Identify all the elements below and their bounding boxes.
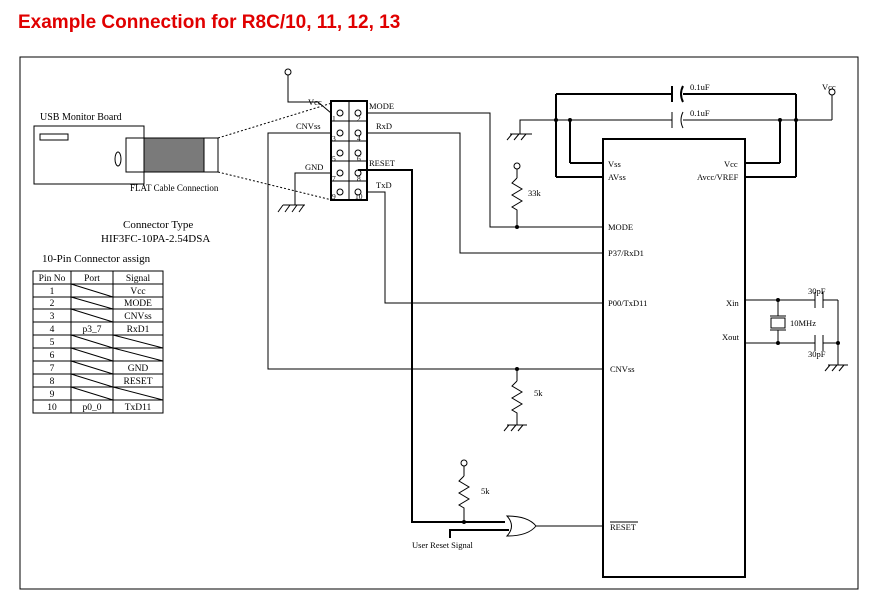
table-cell: 1 [50, 287, 55, 297]
table-cell: 5 [50, 338, 55, 348]
decoupling-labels: 0.1uF 0.1uF Vcc [690, 82, 836, 118]
r-reset-label: 5k [481, 486, 490, 496]
table-cell: Vcc [130, 287, 145, 297]
pin-number: 7 [332, 174, 336, 183]
assign-table-title: 10-Pin Connector assign [42, 253, 151, 265]
cable-label: FLAT Cable Connection [130, 183, 219, 193]
chip-label-vcc: Vcc [724, 159, 738, 169]
wire-reset [358, 169, 505, 523]
page-title: Example Connection for R8C/10, 11, 12, 1… [18, 12, 401, 33]
pin-numbers: 1 2 3 4 5 6 7 8 9 10 [332, 114, 363, 201]
header-label-rxd: RxD [376, 121, 392, 131]
chip-label-vss: Vss [608, 159, 621, 169]
cable-line-bottom [217, 171, 333, 201]
table-cell: 3 [50, 312, 55, 322]
header-label-txd: TxD [376, 180, 392, 190]
header-labels: Vcc CNVss GND MODE RxD RESET TxD [296, 97, 396, 190]
pin-number: 8 [357, 174, 361, 183]
wire-mode [367, 112, 603, 228]
r-cnvss-label: 5k [534, 388, 543, 398]
chip-label-avss: AVss [608, 172, 626, 182]
chip-label-cnvss: CNVss [610, 364, 635, 374]
crystal-labels: 30pF 10MHz 30pF [790, 286, 826, 359]
cap-xout-label: 30pF [808, 349, 826, 359]
table-cell: 4 [50, 325, 55, 335]
table-cell: RxD1 [127, 325, 150, 335]
ground-symbol-caps [506, 119, 532, 141]
crystal-label: 10MHz [790, 318, 816, 328]
assign-table-header: Pin No Port Signal [39, 274, 151, 284]
table-cell: 8 [50, 377, 55, 387]
reset-pullup [458, 459, 470, 524]
cap2-label: 0.1uF [690, 108, 710, 118]
chip-label-reset: RESET [610, 522, 637, 532]
pin-number: 5 [332, 154, 336, 163]
chip-label-txd: P00/TxD11 [608, 298, 647, 308]
cap1-label: 0.1uF [690, 82, 710, 92]
usb-board [33, 125, 219, 185]
chip-label-avcc: Avcc/VREF [697, 172, 739, 182]
pin-number: 6 [357, 154, 361, 163]
table-cell: p0_0 [83, 403, 102, 413]
table-cell: RESET [123, 377, 152, 387]
table-cell: GND [128, 364, 149, 374]
chip-label-xout: Xout [722, 332, 740, 342]
table-header-port: Port [84, 274, 100, 284]
usb-board-label: USB Monitor Board [40, 112, 122, 123]
table-cell: 10 [47, 403, 57, 413]
table-cell: p3_7 [83, 325, 102, 335]
table-cell: 7 [50, 364, 55, 374]
ground-symbol-header [277, 172, 331, 213]
cap-xin-label: 30pF [808, 286, 826, 296]
or-gate-icon [449, 515, 603, 538]
flat-cable-icon [143, 137, 205, 173]
chip-label-mode: MODE [608, 222, 633, 232]
user-reset-label: User Reset Signal [412, 540, 474, 550]
wire-txd [367, 191, 603, 304]
assign-table-rows: 1 Vcc 2 MODE 3 CNVss 4 p3_7 RxD1 5 6 7 G… [47, 287, 152, 413]
mode-pullup [511, 162, 523, 229]
pin-number: 9 [332, 192, 336, 201]
pin-number: 4 [357, 134, 361, 143]
pin-number: 2 [357, 114, 361, 123]
table-cell: 9 [50, 390, 55, 400]
cnvss-pulldown [503, 367, 527, 432]
chip-label-xin: Xin [726, 298, 740, 308]
wire-rxd [367, 132, 603, 254]
pin-number: 1 [332, 114, 336, 123]
header-label-gnd: GND [305, 162, 323, 172]
crystal-circuit [745, 292, 848, 372]
assign-table [32, 270, 164, 414]
table-cell: MODE [124, 299, 152, 309]
table-header-signal: Signal [126, 274, 151, 284]
header-label-cnvss: CNVss [296, 121, 321, 131]
connector-type-label: Connector Type [123, 219, 193, 231]
connector-part: HIF3FC-10PA-2.54DSA [101, 233, 210, 245]
mcu-chip [602, 138, 746, 578]
table-cell: TxD11 [125, 403, 152, 413]
table-cell: 2 [50, 299, 55, 309]
r-mode-label: 33k [528, 188, 542, 198]
table-cell: CNVss [124, 312, 152, 322]
diagram-frame [19, 56, 859, 590]
decoupling-network [530, 85, 836, 178]
wire-cnvss [267, 132, 603, 370]
header-label-mode: MODE [369, 101, 394, 111]
chip-label-rxd: P37/RxD1 [608, 248, 644, 258]
chip-pin-labels: Vss AVss Vcc Avcc/VREF MODE P37/RxD1 P00… [608, 159, 740, 532]
usb-port-icon [39, 133, 69, 141]
pin-number: 3 [332, 134, 336, 143]
table-header-pin: Pin No [39, 274, 66, 284]
table-cell: 6 [50, 351, 55, 361]
vcc-label-chip: Vcc [822, 82, 836, 92]
pin-header [330, 100, 368, 201]
led-icon [114, 151, 122, 167]
header-label-reset: RESET [369, 158, 396, 168]
vcc-terminal-header [284, 68, 332, 114]
pin-number: 10 [355, 192, 363, 201]
